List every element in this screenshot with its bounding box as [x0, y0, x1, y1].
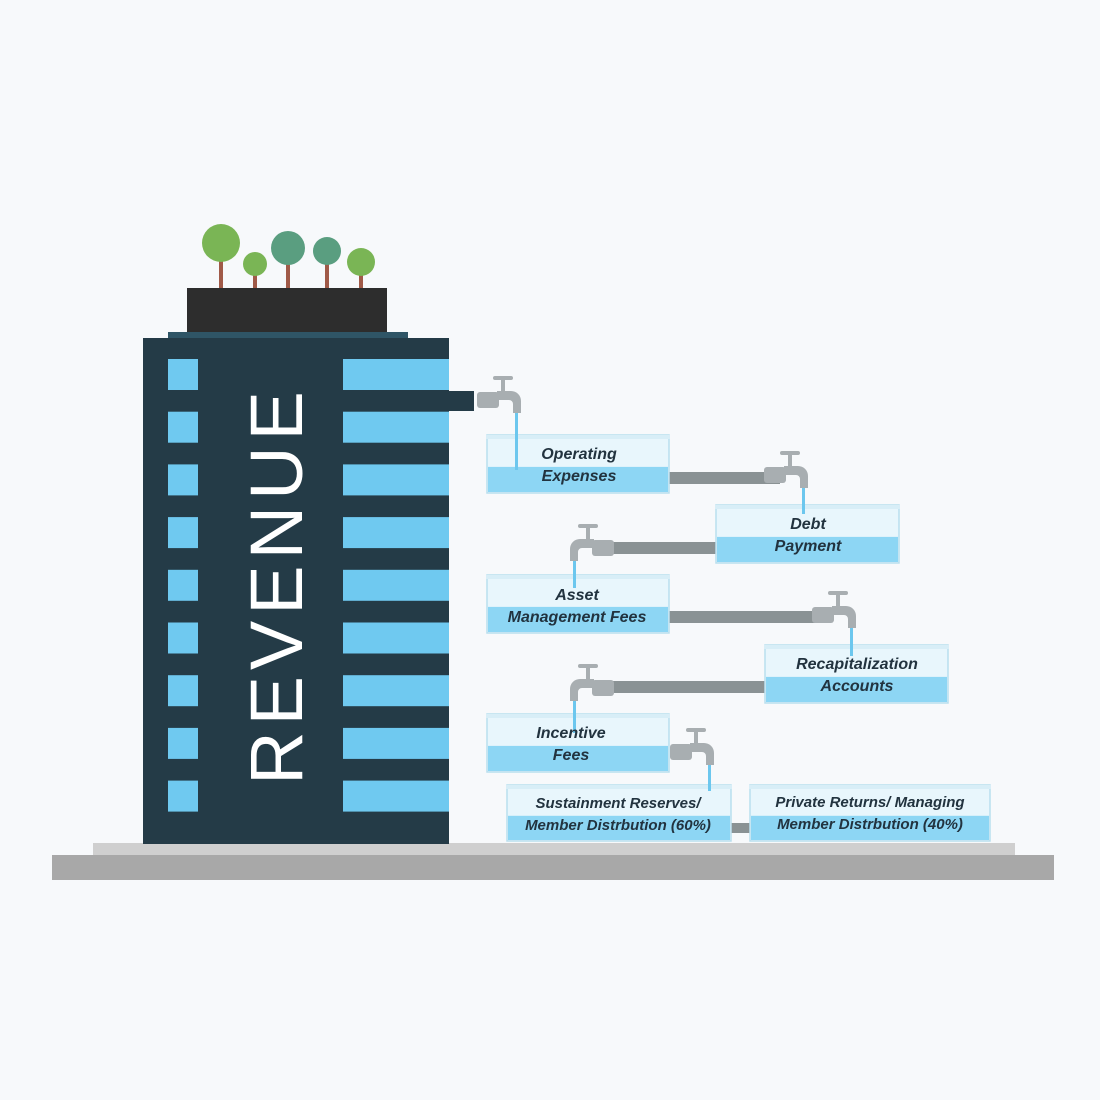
- window-right: [343, 570, 449, 601]
- tank-label-line2: Expenses: [489, 466, 669, 488]
- ground-top: [93, 843, 1015, 856]
- tank-label-asset-management-fees: Asset Management Fees: [487, 585, 667, 629]
- window-right: [343, 781, 449, 812]
- window-right: [343, 623, 449, 654]
- window-right: [343, 675, 449, 706]
- tank-label-line2: Member Distrbution (40%): [750, 814, 990, 836]
- window-left: [168, 570, 198, 601]
- tank-label-line1: Debt: [718, 514, 898, 536]
- window-left: [168, 675, 198, 706]
- window-right: [343, 464, 449, 495]
- window-right: [343, 517, 449, 548]
- tank-label-debt-payment: Debt Payment: [718, 514, 898, 558]
- tank-label-line1: Asset: [487, 585, 667, 607]
- tank-label-line1: Incentive: [481, 723, 661, 745]
- roof-block: [187, 288, 387, 333]
- tank-label-line1: Operating: [489, 444, 669, 466]
- tank-label-private-returns: Private Returns/ Managing Member Distrbu…: [750, 792, 990, 836]
- ground-base: [52, 855, 1054, 880]
- tank-label-line1: Recapitalization: [767, 654, 947, 676]
- window-left: [168, 623, 198, 654]
- rooftop-trees: [202, 224, 375, 289]
- tank-label-line2: Member Distrbution (60%): [506, 815, 730, 837]
- tank-label-sustainment-reserves: Sustainment Reserves/ Member Distrbution…: [506, 793, 730, 837]
- tank-label-line1: Sustainment Reserves/: [506, 793, 730, 815]
- window-left: [168, 781, 198, 812]
- window-left: [168, 412, 198, 443]
- tanks: [486, 435, 991, 841]
- window-left: [168, 464, 198, 495]
- window-right: [343, 412, 449, 443]
- tank-label-line1: Private Returns/ Managing: [750, 792, 990, 814]
- tank-label-line2: Fees: [481, 745, 661, 767]
- window-left: [168, 359, 198, 390]
- tank-label-line2: Payment: [718, 536, 898, 558]
- tank-label-operating-expenses: Operating Expenses: [489, 444, 669, 488]
- tank-label-line2: Accounts: [767, 676, 947, 698]
- tank-label-line2: Management Fees: [487, 607, 667, 629]
- tank-label-incentive-fees: Incentive Fees: [481, 723, 661, 767]
- window-left: [168, 728, 198, 759]
- tank-label-recapitalization-accounts: Recapitalization Accounts: [767, 654, 947, 698]
- building-title: REVENUE: [235, 385, 318, 785]
- window-right: [343, 728, 449, 759]
- window-left: [168, 517, 198, 548]
- faucet-icon: [670, 728, 714, 791]
- building-spout: [449, 391, 474, 411]
- roof-edge: [168, 332, 408, 339]
- window-right: [343, 359, 449, 390]
